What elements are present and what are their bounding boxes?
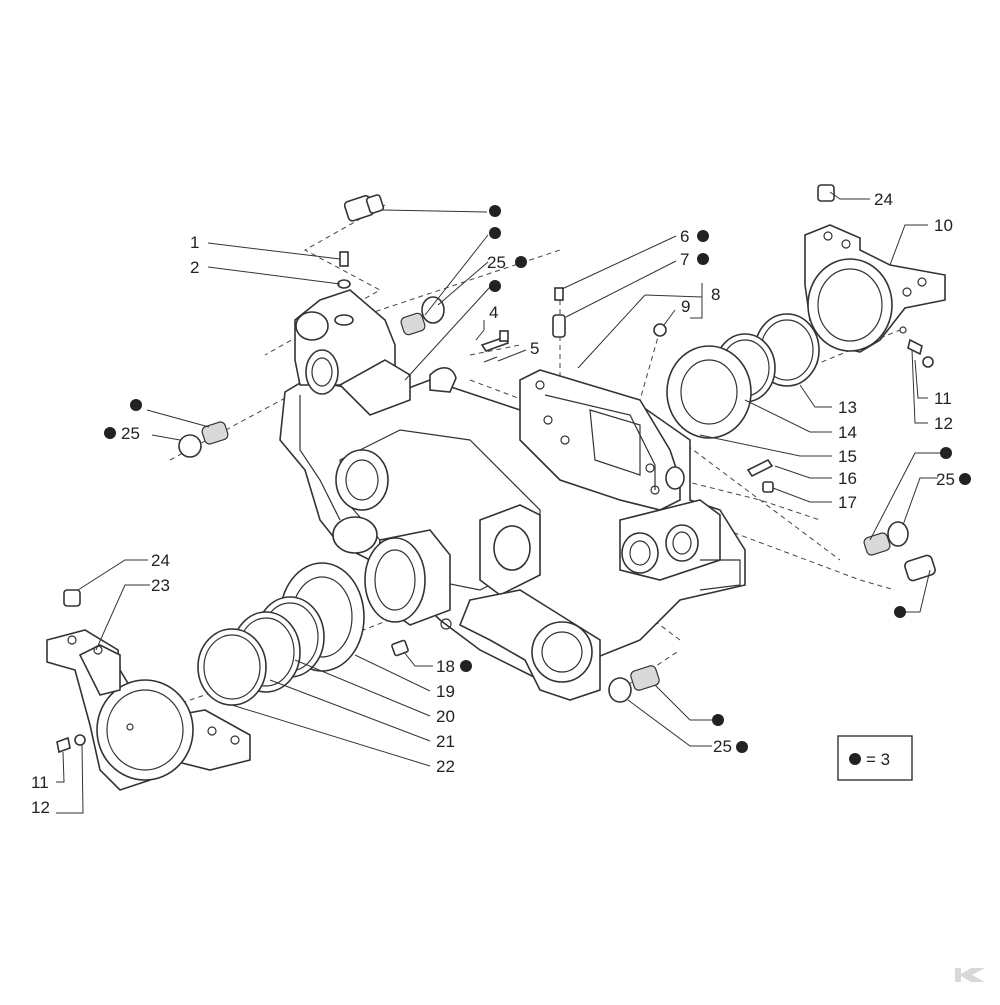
callout-23: 23 (151, 576, 170, 595)
seal-set-left (197, 562, 365, 706)
callout-25-right: 25 (936, 470, 955, 489)
callout-22: 22 (436, 757, 455, 776)
callout-25-top: 25 (487, 253, 506, 272)
callout-17: 17 (838, 493, 857, 512)
callout-8: 8 (711, 285, 720, 304)
callout-20: 20 (436, 707, 455, 726)
callout-21: 21 (436, 732, 455, 751)
legend-box: = 3 (837, 735, 913, 781)
marker-dot (697, 230, 709, 242)
marker-dot (959, 473, 971, 485)
mounting-plate (519, 369, 685, 511)
marker-dot (104, 427, 116, 439)
callout-9: 9 (681, 297, 690, 316)
callout-11-left: 11 (31, 773, 49, 792)
callout-12-left: 12 (31, 798, 50, 817)
callout-10: 10 (934, 216, 953, 235)
marker-dot (697, 253, 709, 265)
legend-text: = 3 (866, 750, 890, 769)
callout-11-right: 11 (934, 389, 952, 408)
marker-dot (515, 256, 527, 268)
marker-dot (130, 399, 142, 411)
marker-dot (460, 660, 472, 672)
marker-dot (894, 606, 906, 618)
callout-1: 1 (190, 233, 199, 252)
callout-6: 6 (680, 227, 689, 246)
callout-19: 19 (436, 682, 455, 701)
bearing-support-left (46, 629, 251, 791)
callout-24-right: 24 (874, 190, 893, 209)
callout-24-left: 24 (151, 551, 170, 570)
callout-2: 2 (190, 258, 199, 277)
bearing-support-right (804, 224, 946, 353)
seal-set-right (666, 313, 820, 439)
callout-25-bottom: 25 (713, 737, 732, 756)
marker-dot (712, 714, 724, 726)
marker-dot (489, 280, 501, 292)
legend-dot (849, 753, 861, 765)
callout-4: 4 (489, 303, 498, 322)
leader-lines (56, 191, 940, 814)
marker-dot (940, 447, 952, 459)
marker-dot (489, 205, 501, 217)
small-parts (56, 184, 936, 754)
marker-dot (489, 227, 501, 239)
marker-dot (736, 741, 748, 753)
brand-logo (951, 964, 989, 984)
callout-15: 15 (838, 447, 857, 466)
callout-5: 5 (530, 339, 539, 358)
callout-14: 14 (838, 423, 857, 442)
callout-18: 18 (436, 657, 455, 676)
callout-25-left: 25 (121, 424, 140, 443)
callout-13: 13 (838, 398, 857, 417)
callout-16: 16 (838, 469, 857, 488)
marker-dots (104, 205, 971, 753)
callout-labels: 1 2 25 4 5 6 7 8 9 10 24 11 12 13 14 15 … (31, 190, 955, 817)
callout-12-right: 12 (934, 414, 953, 433)
callout-7: 7 (680, 250, 689, 269)
